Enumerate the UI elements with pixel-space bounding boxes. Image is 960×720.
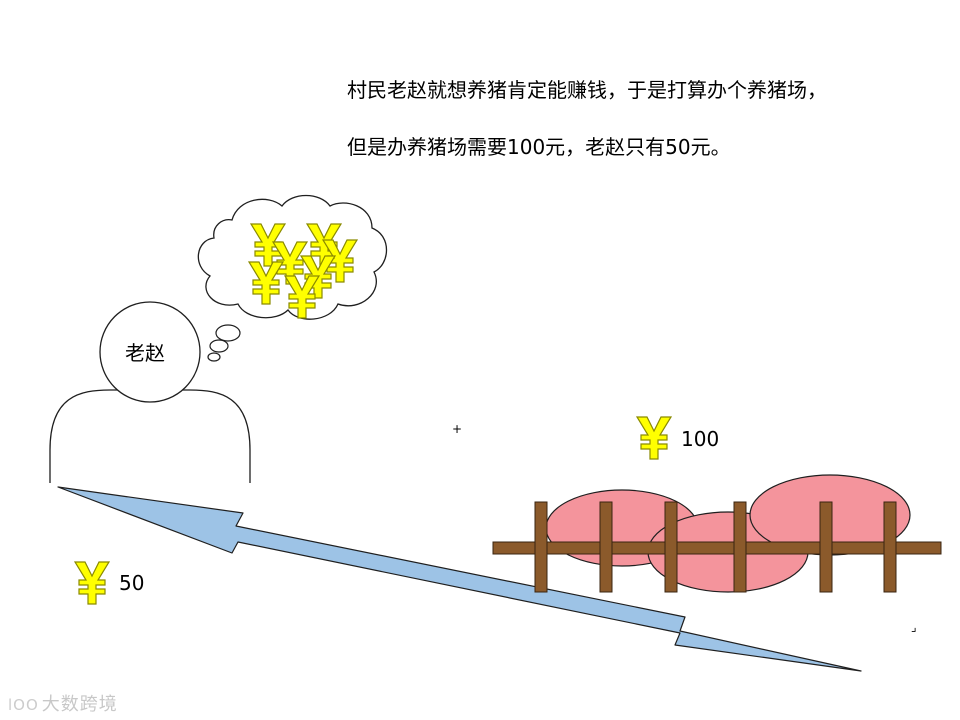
plus-mark: + xyxy=(452,423,462,435)
yuan-icon xyxy=(75,562,109,604)
yuan-icon xyxy=(637,417,671,459)
story-text-line-1: 村民老赵就想养猪肯定能赚钱，于是打算办个养猪场， xyxy=(347,78,827,102)
have-amount-label: 50 xyxy=(119,571,144,595)
person-name-label: 老赵 xyxy=(125,341,165,365)
story-text-line-2: 但是办养猪场需要100元，老赵只有50元。 xyxy=(347,135,731,159)
need-amount-label: 100 xyxy=(681,427,719,451)
watermark-text: 大数跨境 xyxy=(42,694,118,715)
watermark-logo: lOO xyxy=(8,696,39,714)
corner-mark: ⌟ xyxy=(911,621,917,633)
